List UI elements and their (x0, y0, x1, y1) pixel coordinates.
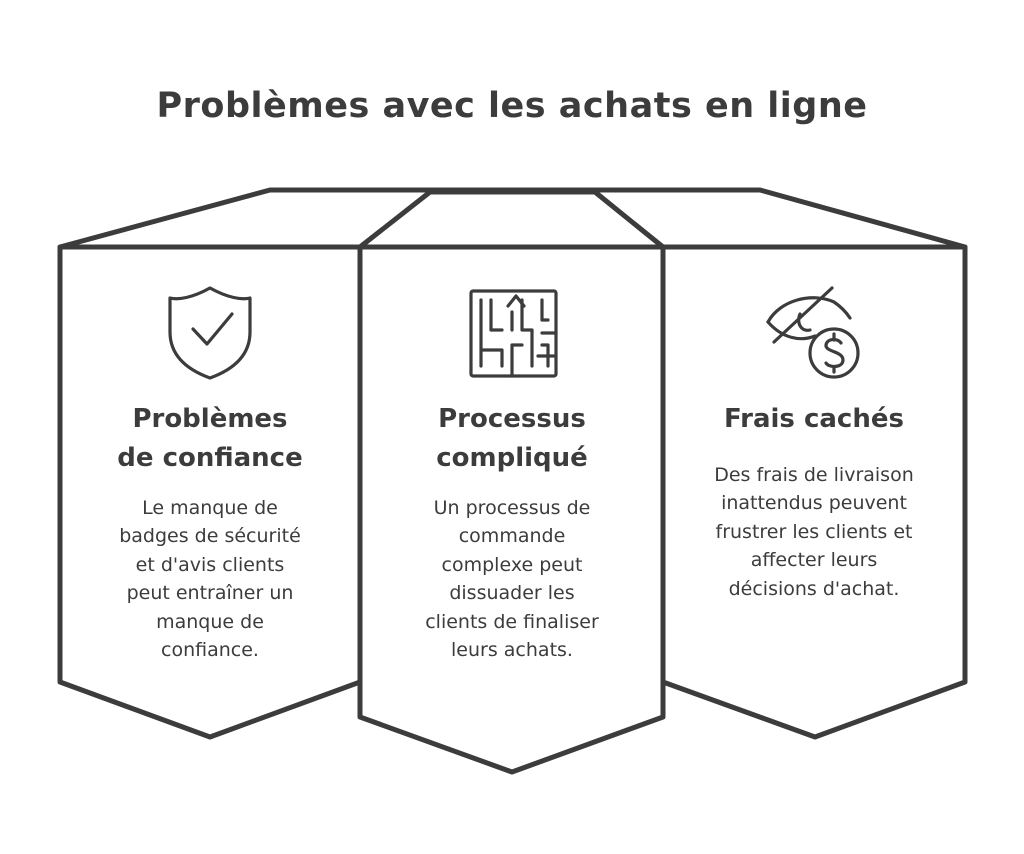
column-description-hidden-fees: Des frais de livraison inattendus peuven… (674, 461, 954, 603)
desc-line: frustrer les clients et (715, 520, 913, 543)
column-description-process: Un processus de commande complexe peut d… (372, 494, 652, 664)
desc-line: dissuader les (449, 582, 575, 605)
column-title-hidden-fees: Frais cachés (674, 400, 954, 439)
desc-line: inattendus peuvent (721, 492, 907, 515)
desc-line: Des frais de livraison (714, 464, 914, 486)
desc-line: clients de finaliser (425, 610, 599, 633)
title-line: Problèmes (132, 404, 288, 434)
title-line: compliqué (436, 443, 588, 473)
desc-line: commande (458, 525, 566, 548)
desc-line: manque de (156, 610, 264, 633)
column-title-process: Processus compliqué (372, 400, 652, 478)
shield-check-icon (168, 286, 252, 380)
banner-left (57, 244, 363, 740)
desc-line: Un processus de (433, 497, 591, 519)
banner-center (357, 189, 666, 775)
hidden-dollar-icon (766, 286, 860, 379)
title-line: Frais cachés (724, 404, 904, 434)
page-title: Problèmes avec les achats en ligne (156, 86, 868, 126)
maze-icon (469, 289, 558, 378)
top-ridge (57, 187, 968, 250)
desc-line: badges de sécurité (119, 525, 301, 548)
desc-line: complexe peut (441, 553, 583, 576)
title-line: de confiance (117, 443, 303, 473)
desc-line: leurs achats. (451, 639, 573, 662)
desc-line: confiance. (161, 639, 259, 662)
desc-line: affecter leurs (750, 549, 878, 572)
column-title-trust: Problèmes de confiance (70, 400, 350, 478)
title-line: Processus (438, 404, 586, 434)
desc-line: peut entraîner un (126, 582, 294, 605)
desc-line: décisions d'achat. (728, 577, 900, 600)
desc-line: Le manque de (142, 497, 278, 519)
column-description-trust: Le manque de badges de sécurité et d'avi… (70, 494, 350, 664)
desc-line: et d'avis clients (135, 553, 285, 576)
